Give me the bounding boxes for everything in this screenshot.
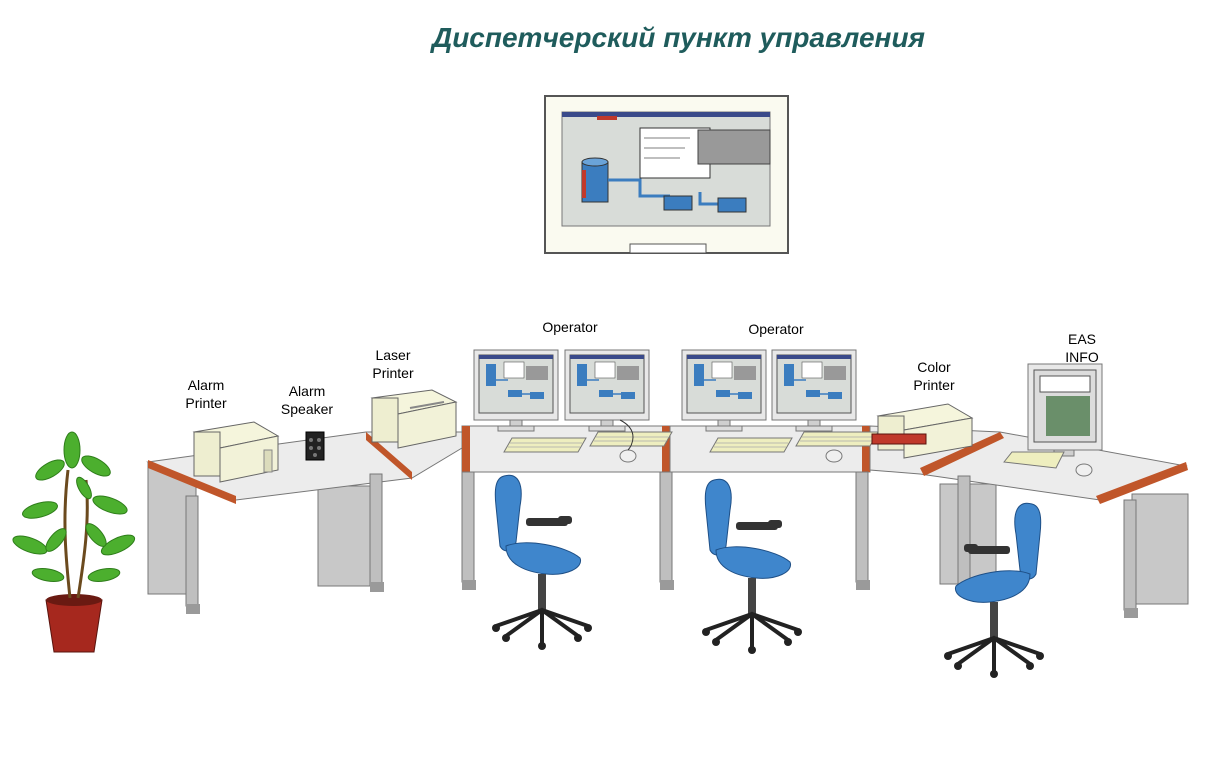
desk-left [146,431,463,615]
keyboard-icon [589,431,673,447]
alarm-speaker-icon [305,431,325,461]
eas-info-label: EAS INFO [1065,331,1099,365]
monitor-icon [473,349,559,432]
monitor-icon [771,349,857,432]
operator-station-1 [473,349,673,463]
keyboard-icon [503,437,587,453]
operator-2-label: Operator [748,321,804,337]
laser-printer-label: Laser Printer [372,347,414,381]
keyboard-icon [795,431,879,447]
page-title: Диспетчерский пункт управления [431,22,926,53]
plant-icon [12,431,136,653]
monitor-icon [681,349,767,432]
chair-icon [700,477,804,656]
operator-1-label: Operator [542,319,598,335]
alarm-printer-icon [192,421,280,483]
laser-printer-icon [370,389,458,449]
wall-display-icon [544,95,789,254]
alarm-printer-label: Alarm Printer [185,377,227,411]
color-printer-label: Color Printer [913,359,955,393]
alarm-speaker-label: Alarm Speaker [280,383,334,417]
mouse-icon [619,449,637,463]
keyboard-icon [709,437,793,453]
chair-icon [490,473,594,652]
color-printer-icon [871,403,974,459]
mouse-icon [825,449,843,463]
eas-info-station [1003,363,1103,477]
monitor-icon [564,349,650,432]
